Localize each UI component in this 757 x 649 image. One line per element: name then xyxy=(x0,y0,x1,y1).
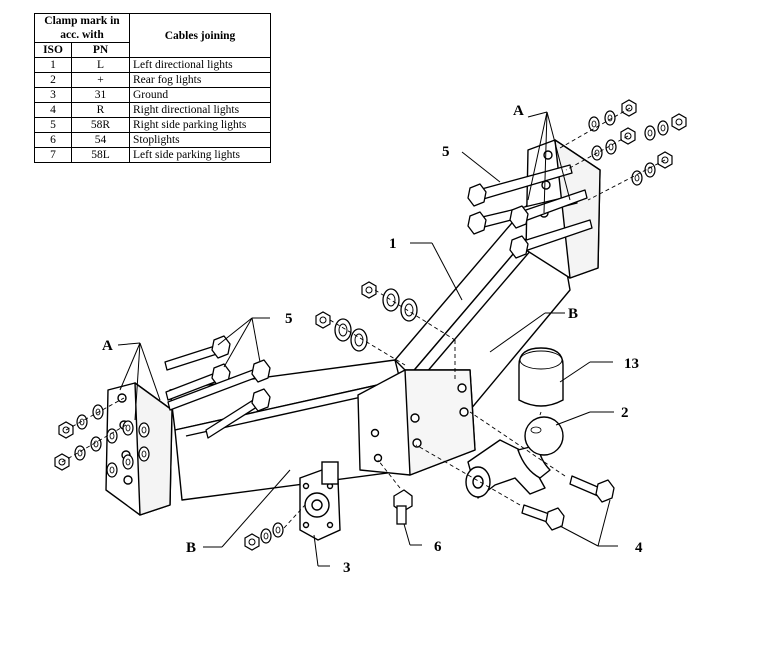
callout-labels: A 5 1 B 5 A 13 2 B 6 4 3 xyxy=(102,103,643,576)
hardware-right xyxy=(588,99,687,186)
cable-cell: Left side parking lights xyxy=(129,147,271,163)
label-1: 1 xyxy=(389,236,397,252)
label-b-left: B xyxy=(186,540,196,556)
cable-cell: Stoplights xyxy=(129,132,271,148)
hardware-center xyxy=(315,281,418,352)
label-13: 13 xyxy=(624,356,639,372)
label-4: 4 xyxy=(635,540,643,556)
socket-plate xyxy=(299,461,341,541)
label-b-right: B xyxy=(568,306,578,322)
label-3: 3 xyxy=(343,560,351,576)
cable-cell: Ground xyxy=(129,87,271,103)
label-5-top: 5 xyxy=(442,144,450,160)
bolts-left xyxy=(164,335,271,439)
header-cables: Cables joining xyxy=(129,13,271,58)
label-2: 2 xyxy=(621,405,629,421)
ball-cap xyxy=(518,347,564,407)
mount-plate xyxy=(357,369,476,476)
hardware-bottom xyxy=(244,522,284,551)
table-row: 2+Rear fog lights xyxy=(34,72,271,88)
bolts-top xyxy=(467,164,593,259)
header-iso: ISO xyxy=(34,42,72,58)
label-6: 6 xyxy=(434,539,442,555)
header-clamp: Clamp mark in acc. with xyxy=(34,13,130,43)
guide-lines xyxy=(61,107,666,529)
bolts-4 xyxy=(521,475,615,531)
label-5-left: 5 xyxy=(285,311,293,327)
label-a-left: A xyxy=(102,338,113,354)
label-a-top: A xyxy=(513,103,524,119)
leader-lines xyxy=(117,111,618,567)
bolt-6 xyxy=(393,489,413,525)
clamp-table: Clamp mark in acc. with Cables joining I… xyxy=(34,13,271,163)
tow-ball xyxy=(465,416,564,499)
cable-cell: Rear fog lights xyxy=(129,72,271,88)
bracket-left xyxy=(105,382,173,516)
